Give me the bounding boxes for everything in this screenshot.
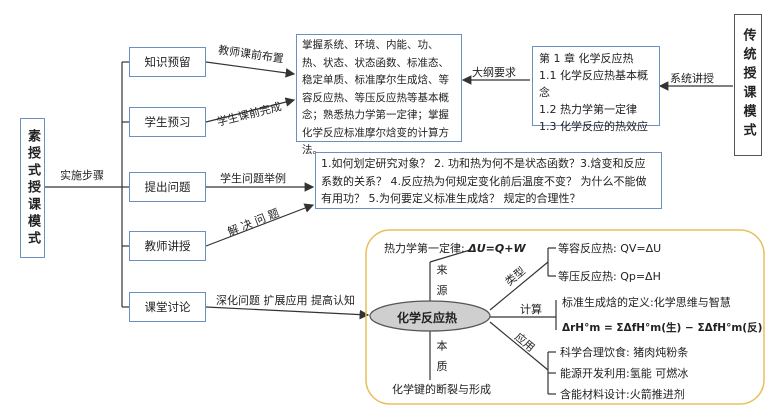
chapter-box: 第 1 章 化学反应热 1.1 化学反应热基本概念 1.2 热力学第一定律 1.… — [532, 46, 660, 133]
chapter-title: 第 1 章 化学反应热 — [539, 52, 634, 65]
isobaric-heat: 等压反应热: Qp=ΔH — [558, 270, 661, 283]
first-law-formula: ΔU=Q+W — [468, 242, 526, 255]
source-label: 来 源 — [435, 264, 448, 299]
app-material: 含能材料设计:火箭推进剂 — [560, 388, 685, 401]
step-class-discussion: 课堂讨论 — [129, 292, 206, 322]
step-teacher-lecture: 教师讲授 — [129, 231, 206, 261]
first-law-label: 热力学第一定律: — [384, 242, 465, 255]
essence-label: 本 质 — [435, 340, 448, 375]
calc-formula: ΔrH°m = ΣΔfH°m(生) − ΣΔfH°m(反) — [562, 322, 763, 334]
first-law: 热力学第一定律: ΔU=Q+W — [384, 240, 526, 256]
label-outline-req: 大纲要求 — [472, 66, 516, 79]
label-student-example: 学生问题举例 — [220, 172, 286, 185]
app-energy: 能源开发利用:氢能 可燃冰 — [560, 367, 689, 380]
step-knowledge-prep: 知识预留 — [129, 47, 206, 77]
app-diet: 科学合理饮食: 猪肉炖粉条 — [560, 346, 689, 359]
mindmap-center: 化学反应热 — [397, 311, 458, 325]
questions-box: 1.如何划定研究对象？ 2. 功和热为何不是状态函数？3.焓变和反应系数的关系？… — [315, 152, 662, 209]
chapter-item: 1.1 化学反应热基本概念 — [539, 69, 648, 99]
std-formation-def: 标准生成焓的定义:化学思维与智慧 — [562, 296, 731, 309]
right-mode-title: 传统授课模式 — [734, 14, 762, 156]
label-system-lecture: 系统讲授 — [670, 72, 714, 85]
calc-label: 计算 — [520, 303, 542, 316]
label-deepen: 深化问题 扩展应用 提高认知 — [216, 294, 355, 307]
step-raise-question: 提出问题 — [129, 172, 206, 202]
left-mode-title: 素授式授课模式 — [20, 118, 45, 258]
chapter-item: 1.2 热力学第一定律 — [539, 103, 637, 116]
isochoric-heat: 等容反应热: QV=ΔU — [558, 242, 662, 255]
chapter-item: 1.3 化学反应的热效应 — [539, 120, 648, 133]
prep-content-box: 掌握系统、环境、内能、功、热、状态、状态函数、标准态、稳定单质、标准摩尔生成焓、… — [296, 34, 462, 156]
essence-text: 化学键的断裂与形成 — [392, 383, 491, 396]
step-student-preview: 学生预习 — [129, 107, 206, 137]
implementation-label: 实施步骤 — [60, 169, 104, 182]
